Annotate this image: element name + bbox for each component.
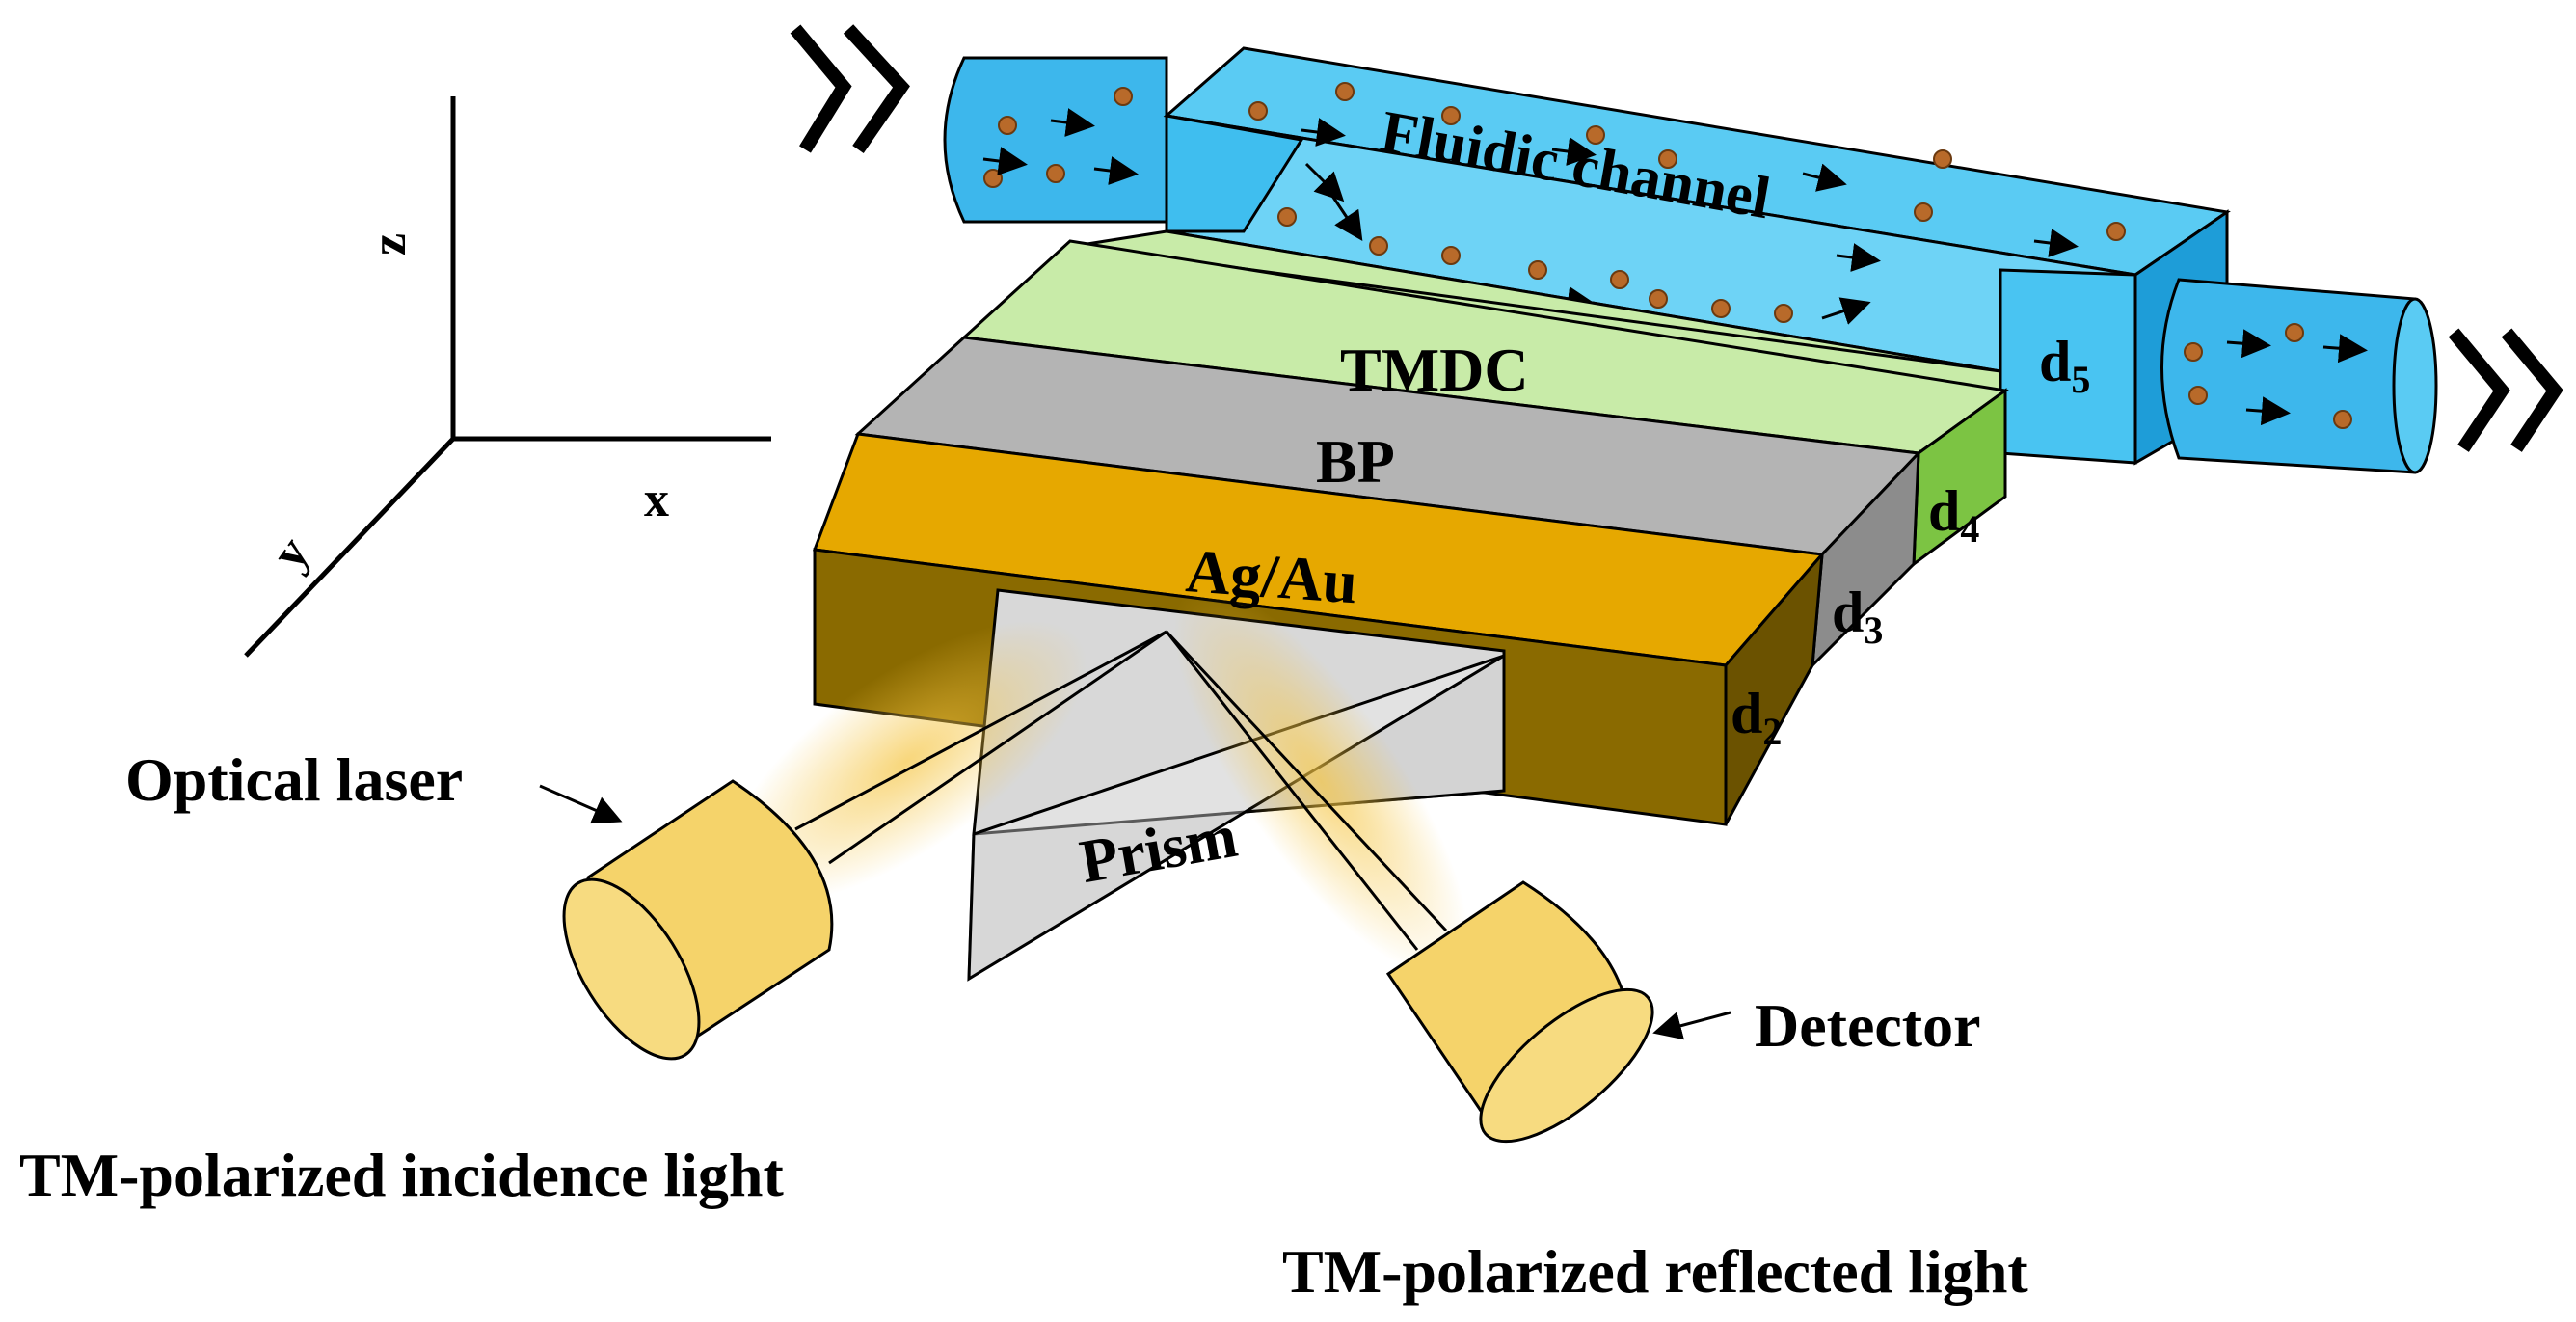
detector-pointer-arrow: [1652, 1011, 1731, 1040]
light-beams: [794, 630, 1448, 951]
channel-notch: [1165, 114, 1304, 233]
inlet-tube: [943, 56, 1168, 224]
particles: [983, 82, 2352, 429]
thickness-d5: d5: [2039, 330, 2090, 401]
bp-label: BP: [1316, 427, 1395, 496]
metal-side: [1724, 550, 1824, 825]
reflected-glow: [1173, 586, 1468, 976]
detector-device: [1385, 880, 1654, 1144]
inflow-chevrons: [790, 24, 910, 153]
coordinate-axes: [244, 96, 771, 658]
axis-label-z: z: [362, 233, 416, 256]
incidence-light-label: TM-polarized incidence light: [19, 1141, 785, 1209]
optical-laser-device: [562, 779, 834, 1061]
thickness-d3: d3: [1832, 580, 1883, 652]
outlet-tube-end: [2392, 297, 2438, 474]
laser-pointer-arrow: [539, 784, 623, 824]
optical-laser-label: Optical laser: [125, 745, 463, 814]
detector-label: Detector: [1755, 991, 1980, 1060]
axis-label-y: y: [261, 527, 321, 580]
axis-label-x: x: [644, 472, 669, 527]
thickness-d4: d4: [1928, 479, 1979, 551]
reflected-light-label: TM-polarized reflected light: [1282, 1237, 2028, 1306]
ag-au-label: Ag/Au: [1184, 536, 1359, 616]
thickness-d2: d2: [1731, 682, 1782, 753]
outflow-chevrons: [2448, 328, 2563, 452]
tmdc-label: TMDC: [1340, 336, 1529, 404]
incident-glow: [725, 620, 1087, 904]
